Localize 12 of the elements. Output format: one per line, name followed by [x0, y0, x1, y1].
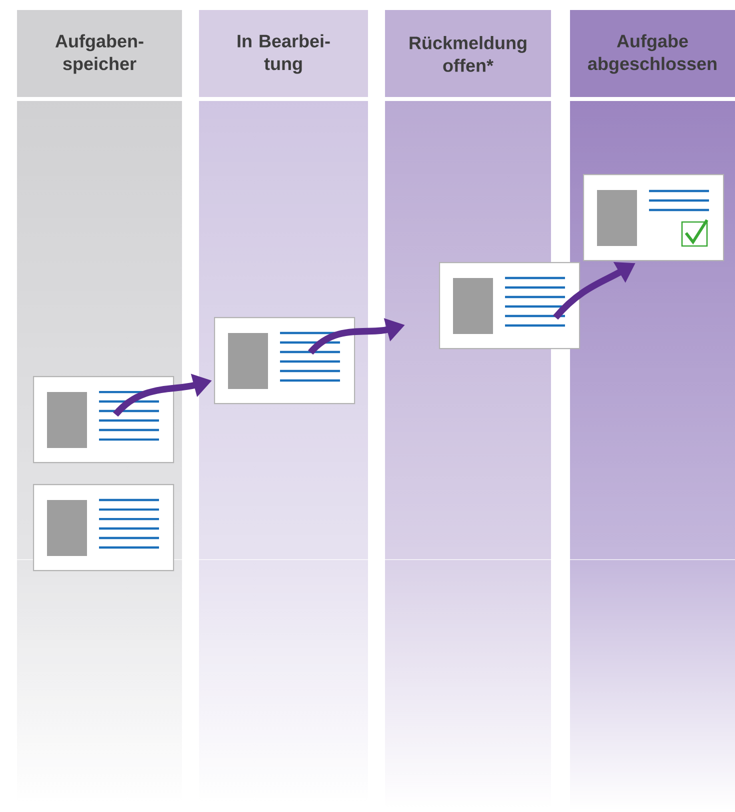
- column-band: In Bearbei- tung: [199, 10, 368, 812]
- column-band: Rückmeldung offen*: [385, 10, 551, 812]
- node-label: In Bearbei- tung: [238, 34, 330, 74]
- node-label: Aufgabe abgeschlossen: [588, 34, 716, 74]
- column-band: Aufgabe abgeschlossen: [570, 10, 735, 812]
- task-card: [33, 484, 174, 572]
- task-card: [33, 376, 174, 464]
- task-card: [583, 174, 724, 262]
- node-label: Rückmeldung offen*: [410, 36, 526, 72]
- task-card: [214, 317, 356, 404]
- node-label: Aufgaben- speicher: [55, 34, 144, 74]
- task-card: [439, 262, 580, 350]
